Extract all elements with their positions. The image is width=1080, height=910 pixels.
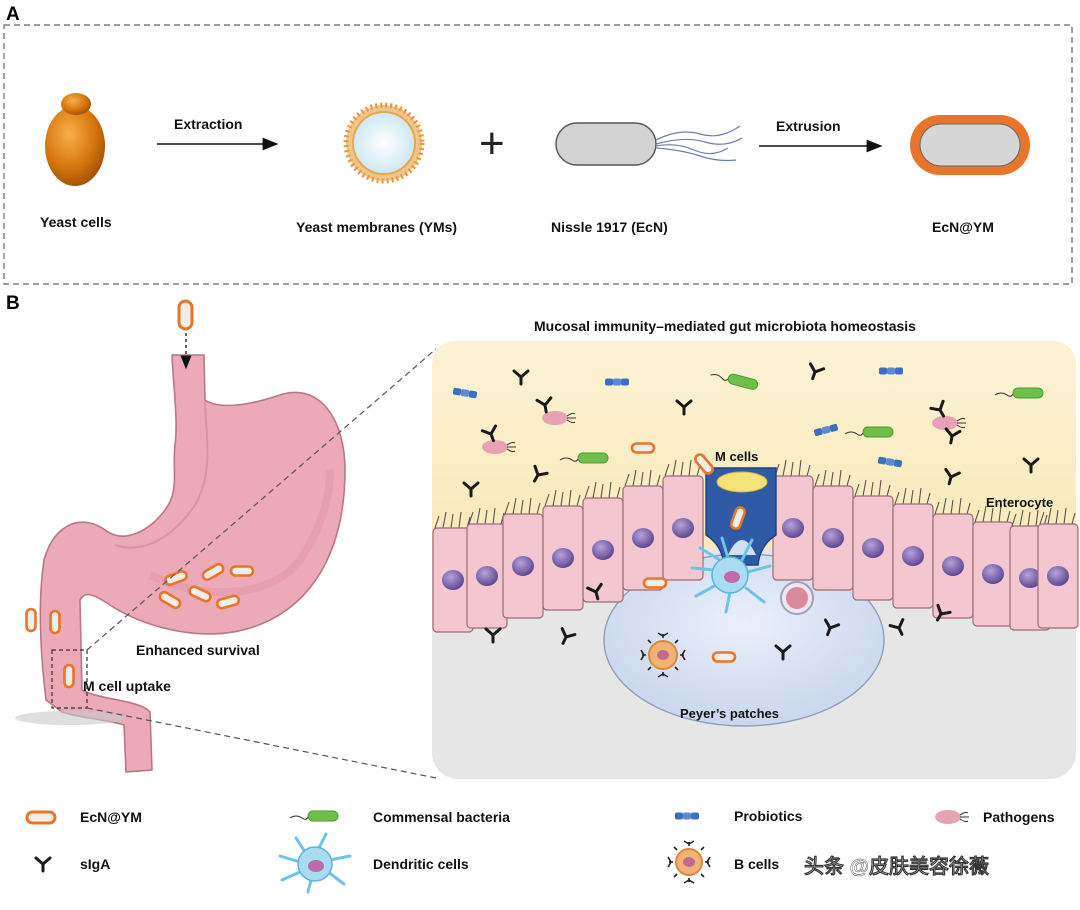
plus-sign: + <box>479 119 505 168</box>
yeast-cell-icon <box>45 93 105 186</box>
legend-dendritic: Dendritic cells <box>278 832 469 894</box>
nissle-label: Nissle 1917 (EcN) <box>551 219 668 235</box>
legend-siga-label: sIgA <box>80 856 110 872</box>
legend: EcN@YM Commensal bacteria Probiotics Pat… <box>25 808 1055 894</box>
enhanced-survival-label: Enhanced survival <box>136 642 260 658</box>
legend-probiotics: Probiotics <box>675 808 803 824</box>
ecn-ym-icon <box>910 115 1030 175</box>
legend-b-cells-label: B cells <box>734 856 779 872</box>
ecn-ym-label: EcN@YM <box>932 219 994 235</box>
legend-commensal: Commensal bacteria <box>289 809 510 825</box>
panel-a-frame <box>3 24 1073 285</box>
enterocyte-label: Enterocyte <box>986 495 1053 510</box>
legend-ecn-ym-label: EcN@YM <box>80 809 142 825</box>
legend-probiotics-label: Probiotics <box>734 808 803 824</box>
watermark: 头条 @皮肤美容徐薇 <box>804 854 989 878</box>
panel-b-letter: B <box>6 293 20 314</box>
b-cell-in-patch-icon <box>640 632 686 678</box>
m-cells-label: M cells <box>715 449 758 464</box>
ecn-ym-entering-icon <box>177 299 194 331</box>
legend-dendritic-label: Dendritic cells <box>373 856 469 872</box>
panel-a-letter: A <box>6 4 20 25</box>
zoom-connector-top <box>86 348 437 651</box>
panel-b-title: Mucosal immunity–mediated gut microbiota… <box>534 318 916 334</box>
yeast-membrane-vesicle-icon <box>343 102 425 184</box>
yeast-membranes-label: Yeast membranes (YMs) <box>296 219 457 235</box>
legend-ecn-ym: EcN@YM <box>25 809 142 825</box>
yeast-cells-label: Yeast cells <box>40 214 112 230</box>
extraction-label: Extraction <box>174 116 242 132</box>
extrusion-label: Extrusion <box>776 118 841 134</box>
legend-pathogens-label: Pathogens <box>983 809 1055 825</box>
stomach-illustration <box>15 354 346 773</box>
legend-siga: sIgA <box>34 856 110 873</box>
zoom-box <box>51 649 88 709</box>
patch-cell-icon <box>780 581 814 615</box>
ecn-bacterium-icon <box>555 122 743 166</box>
peyers-patches-label: Peyer’s patches <box>680 706 779 721</box>
legend-b-cells: B cells <box>667 840 779 884</box>
dendritic-cell-icon <box>690 536 772 614</box>
legend-commensal-label: Commensal bacteria <box>373 809 510 825</box>
legend-pathogens: Pathogens <box>934 809 1055 825</box>
m-cell-uptake-label: M cell uptake <box>83 678 171 694</box>
